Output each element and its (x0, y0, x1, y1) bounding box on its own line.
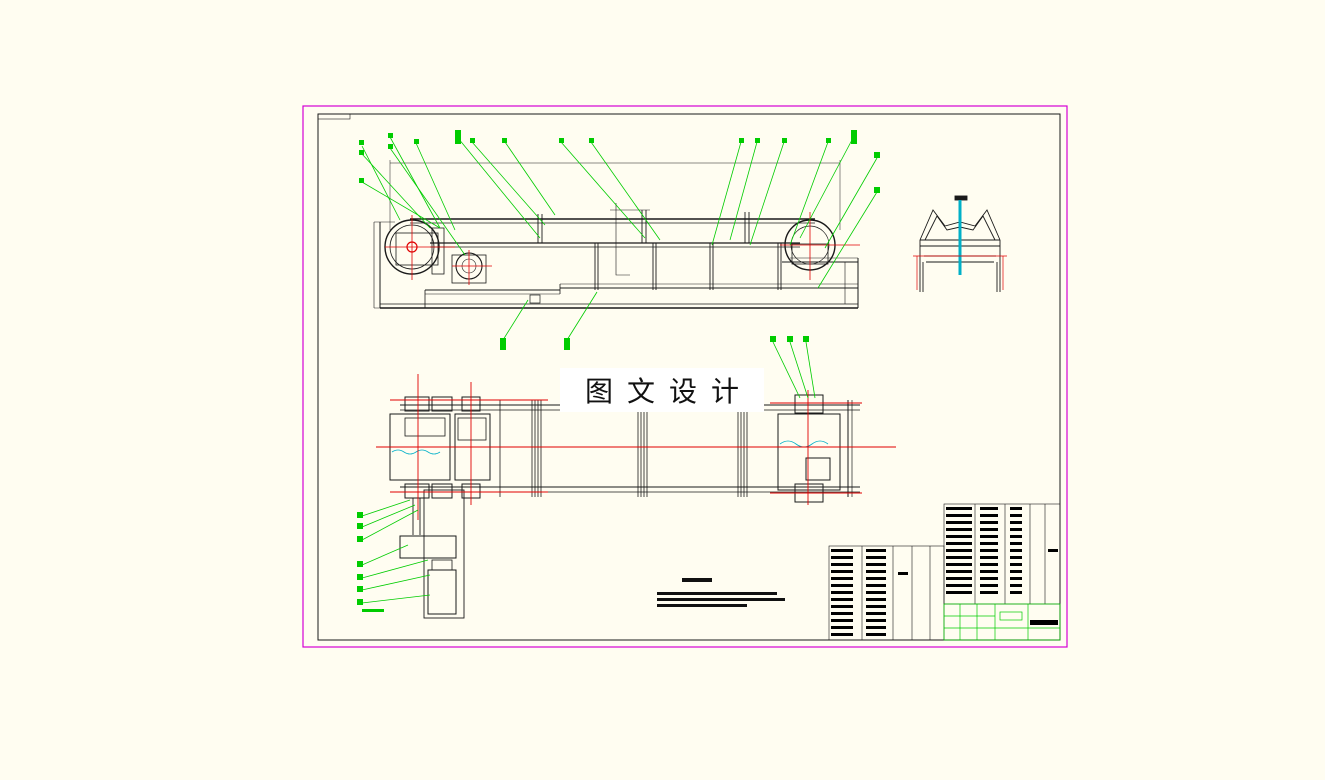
plan-view (389, 394, 860, 619)
inner-drawing-border (317, 113, 1061, 641)
side-section-centerlines (913, 200, 1007, 290)
parts-list-rows (831, 507, 1058, 636)
plan-view-leaders (361, 341, 816, 604)
front-view-balloon-tags (359, 130, 880, 350)
plan-view-centerlines (376, 374, 896, 520)
front-view-leaders (361, 136, 878, 341)
idler-supports (537, 210, 782, 290)
drawing-number-box (1030, 620, 1058, 625)
front-elevation-view (373, 160, 859, 309)
watermark-label: 图文设计 (560, 368, 764, 412)
front-view-centerlines (385, 212, 860, 285)
technical-requirements-block (657, 578, 785, 607)
plan-view-balloon-tags (357, 336, 809, 612)
plan-view-hatching (391, 440, 829, 455)
corner-box (317, 113, 351, 120)
title-block (943, 603, 1061, 641)
motor-icon (427, 569, 457, 615)
parts-list-table (828, 503, 1061, 641)
watermark-text: 图文设计 (584, 375, 753, 408)
outer-sheet-border (302, 105, 1068, 648)
